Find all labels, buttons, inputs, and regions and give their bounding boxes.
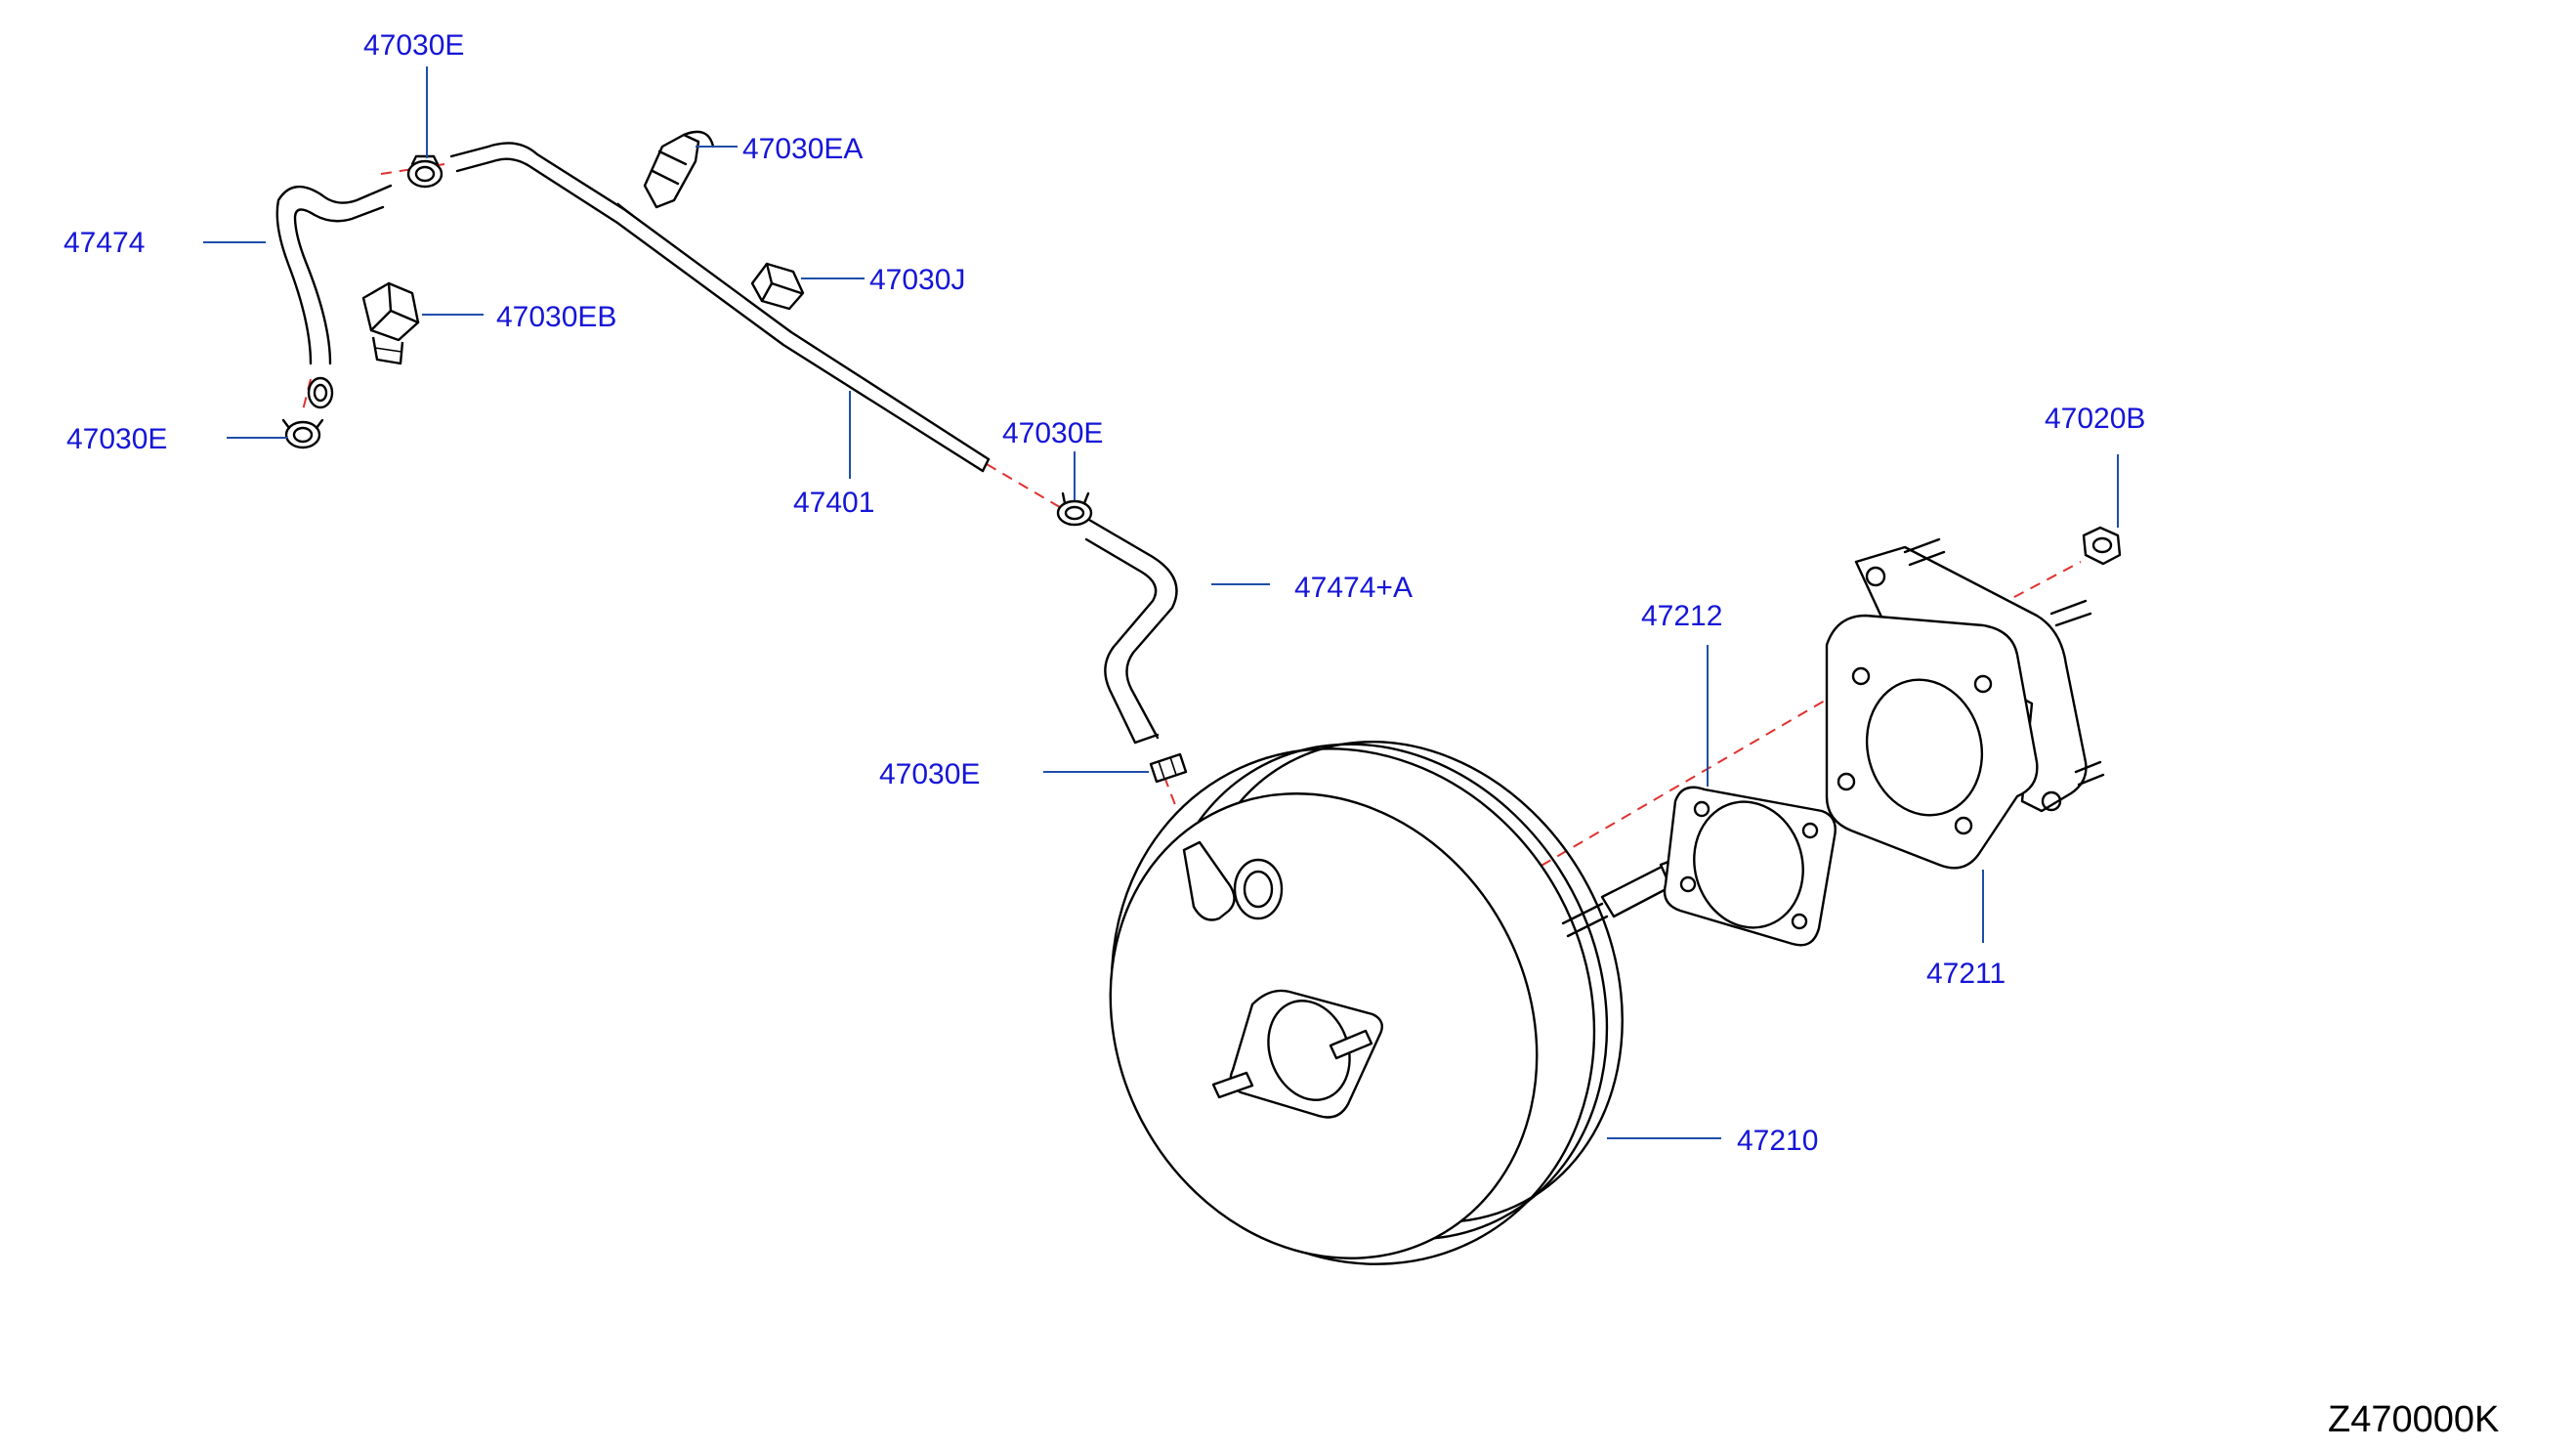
vacuum-tube [449, 142, 991, 473]
label-clamp-mid: 47030E [1002, 417, 1103, 449]
tube-clip-ea [643, 130, 715, 209]
label-spacer: 47211 [1926, 958, 2006, 990]
hose-clamp-top [406, 154, 443, 189]
diagram-code: Z470000K [2328, 1399, 2499, 1440]
label-nut: 47020B [2045, 403, 2145, 435]
label-booster: 47210 [1737, 1125, 1818, 1157]
nut [2082, 526, 2122, 566]
right-hose [1056, 491, 1178, 745]
label-hose-left: 47474 [63, 227, 145, 259]
label-clip-eb: 47030EB [496, 301, 616, 333]
hose-clamp-low [1149, 752, 1188, 784]
label-clip-ea: 47030EA [742, 133, 863, 165]
label-clamp-top: 47030E [363, 29, 464, 62]
label-tube: 47401 [793, 487, 874, 519]
assembly-lines [302, 163, 2082, 885]
brake-booster [1109, 741, 1721, 1265]
part-labels: 47030E 47030EA 47474 47030J 47030EB 4703… [63, 29, 2499, 1440]
tube-clip-eb [361, 281, 420, 365]
hose-clamp-left [281, 418, 324, 449]
label-hose-right: 47474+A [1294, 572, 1413, 604]
tube-clip-j [750, 262, 805, 311]
left-hose [275, 184, 393, 409]
label-clamp-left: 47030E [66, 423, 167, 455]
leader-lines [203, 66, 2119, 1139]
spacer-plate [1825, 537, 2105, 870]
gasket [1663, 786, 1837, 947]
label-gasket: 47212 [1641, 600, 1722, 632]
label-clip-j: 47030J [869, 264, 965, 296]
label-clamp-low: 47030E [879, 758, 980, 790]
